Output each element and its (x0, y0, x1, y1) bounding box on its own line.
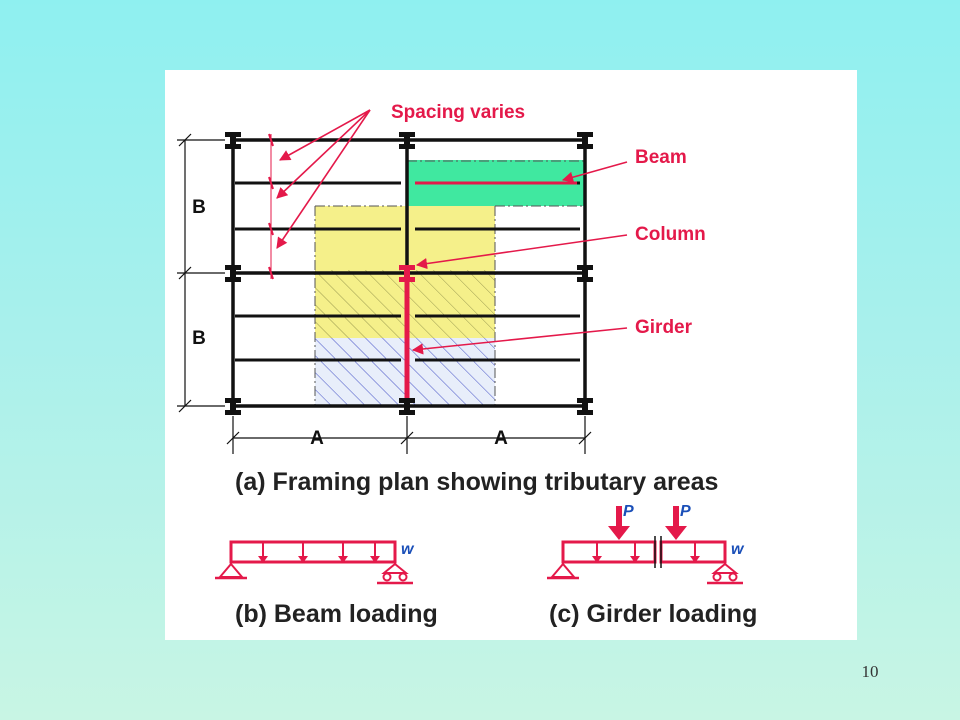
framing-diagram: B B A A Spacing varies Beam Column Girde… (177, 102, 757, 628)
pin-support-icon (217, 562, 245, 578)
callout-arrows (276, 109, 628, 355)
beam-load-label: w (401, 541, 415, 558)
column-icon (225, 265, 241, 282)
caption-framing-plan: (a) Framing plan showing tributary areas (235, 468, 718, 496)
column-icon (577, 398, 593, 415)
dimension-lines (177, 133, 592, 454)
column-icon (399, 132, 415, 149)
dimension-b-lower: B (192, 328, 206, 349)
girder-load-label: w (731, 541, 745, 558)
column-icon (225, 398, 241, 415)
columns (225, 132, 593, 415)
page-number: 10 (861, 662, 879, 681)
dimension-a-left: A (310, 428, 324, 449)
beam-loading-diagram: w (215, 540, 415, 585)
tributary-areas (314, 160, 585, 406)
spacing-marks (268, 133, 274, 280)
dimension-b-upper: B (192, 197, 206, 218)
caption-beam-loading: (b) Beam loading (235, 600, 438, 628)
column-icon (577, 265, 593, 282)
pin-support-icon (549, 562, 577, 578)
beam-element (229, 540, 397, 564)
highlighted-column-icon (399, 265, 415, 282)
callout-beam: Beam (635, 147, 687, 168)
point-load-arrow-icon (608, 506, 630, 540)
callout-spacing-varies: Spacing varies (391, 102, 525, 123)
callout-girder: Girder (635, 317, 693, 338)
caption-girder-loading: (c) Girder loading (549, 600, 757, 628)
point-load-label-1: P (623, 503, 634, 520)
column-icon (577, 132, 593, 149)
girder-loading-diagram: P P w (547, 503, 745, 585)
roller-support-icon (707, 562, 743, 585)
callout-column: Column (635, 224, 706, 245)
point-load-arrow-icon (665, 506, 687, 540)
column-icon (225, 132, 241, 149)
slide-panel: B B A A Spacing varies Beam Column Girde… (165, 70, 857, 640)
roller-support-icon (377, 562, 413, 585)
girder-element-left (561, 540, 657, 564)
column-icon (399, 398, 415, 415)
dimension-a-right: A (494, 428, 508, 449)
point-load-label-2: P (680, 503, 691, 520)
